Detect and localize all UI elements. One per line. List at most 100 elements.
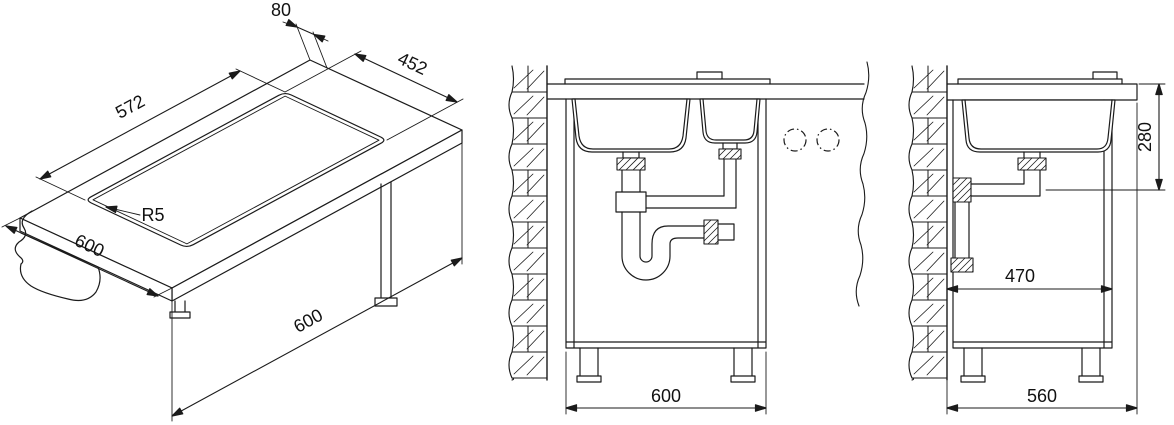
dimension-arrow [105,205,118,214]
drawing-stroke [526,330,545,350]
drawing-stroke [926,174,945,194]
drawing-stroke [526,174,545,194]
front-view: 600 [508,61,870,415]
drawing-stroke [1019,157,1033,171]
sink-basin-large-inner [574,98,688,150]
waste-tee [615,191,647,213]
drawing-stroke [718,148,727,157]
dimension-arrow [171,407,184,417]
drawing-stroke [926,330,945,350]
drawing-stroke [956,187,972,203]
sink-basin-small [699,98,761,144]
drawing-stroke [926,70,945,90]
waste-horizontal-pipe [645,195,737,209]
dimension-arrow [450,257,463,267]
drawing-stroke [1033,157,1047,171]
drawing-stroke [703,219,712,228]
dim-label-452: 452 [395,48,431,79]
isometric-view: 80 452 572 R5 600 600 [1,0,464,422]
side-view: 280 470 560 [908,65,1166,415]
cabinet-legs-front [576,347,756,383]
drawing-stroke [526,304,545,324]
drawing-stroke [913,225,934,245]
sink-bowl-section-inner [964,99,1113,150]
front-hatch-parts [616,148,742,245]
drawing-stroke [714,240,719,245]
sink-cutout-inner-rim [92,95,380,245]
pipe-fitting [718,148,742,160]
dimension-arrow [1125,404,1138,412]
broken-edge [14,210,33,265]
drawing-stroke [729,148,741,160]
front-dimensions [565,404,767,412]
dim-label-80: 80 [271,0,291,20]
drawing-stroke [855,61,870,307]
drawing-stroke [926,356,945,376]
cabinet-legs-side [960,347,1104,383]
dimension-arrow [1155,83,1163,96]
side-hatch-parts [950,157,1047,273]
dimension-arrow [228,70,241,80]
drawing-stroke [526,252,545,272]
table-leg-right [374,181,398,307]
drawing-stroke [707,233,719,245]
cabinet-front [565,98,767,349]
dimension-arrow [313,33,326,43]
wall-outlet-right [816,128,840,152]
cabinet-side [952,99,1113,349]
drawing-stroke [1026,157,1040,171]
drawing-stroke [926,148,945,168]
drawing-stroke [639,164,646,171]
drawing-stroke [616,157,625,166]
dimension-arrow [354,53,367,62]
drawing-stroke [171,257,463,417]
drawing-stroke [703,226,719,242]
drawing-stroke [950,257,966,273]
drawing-stroke [296,26,315,36]
p-trap-inner [639,211,705,263]
drawing-stroke [526,278,545,298]
drawing-stroke [618,157,632,171]
dim-label-r5: R5 [141,205,164,225]
drawing-stroke [913,69,934,89]
drawing-stroke [952,177,961,186]
drawing-stroke [926,278,945,298]
drawing-stroke [1040,164,1047,171]
drawing-stroke [913,355,934,375]
dimension-arrow [1155,178,1163,191]
drawing-stroke [913,95,934,115]
countertop-side-elevation [946,83,1138,101]
drawing-stroke [913,199,934,219]
drawing-stroke [952,177,968,193]
drawing-stroke [1017,157,1026,166]
drain-pipe-side [954,151,1041,259]
dimension-arrow [445,94,458,103]
sink-rim-side [957,71,1123,85]
drawing-stroke [526,122,545,142]
sink-basin-large [571,98,691,153]
dim-label-560: 560 [1027,386,1057,406]
drawing-stroke [632,157,646,171]
drawing-stroke [926,96,945,116]
drawing-stroke [508,65,515,381]
drawing-stroke [526,356,545,376]
drawing-stroke [526,226,545,246]
drawing-stroke [913,277,934,297]
drawing-stroke [526,200,545,220]
dim-label-600-length: 600 [290,305,326,337]
drawing-stroke [513,355,534,375]
drawing-stroke [926,200,945,220]
drawing-stroke [513,225,534,245]
dimension-arrow [946,404,959,412]
countertop-front-elevation [546,83,865,100]
front-wall [508,65,548,381]
drawing-stroke [926,252,945,272]
drawing-stroke [971,270,974,273]
dimension-arrow [5,225,18,234]
drawing-stroke [513,199,534,219]
drawing-stroke [513,95,534,115]
drawing-stroke [513,173,534,193]
drawing-stroke [908,65,915,381]
drawing-stroke [952,180,972,200]
drawing-stroke [957,257,973,273]
